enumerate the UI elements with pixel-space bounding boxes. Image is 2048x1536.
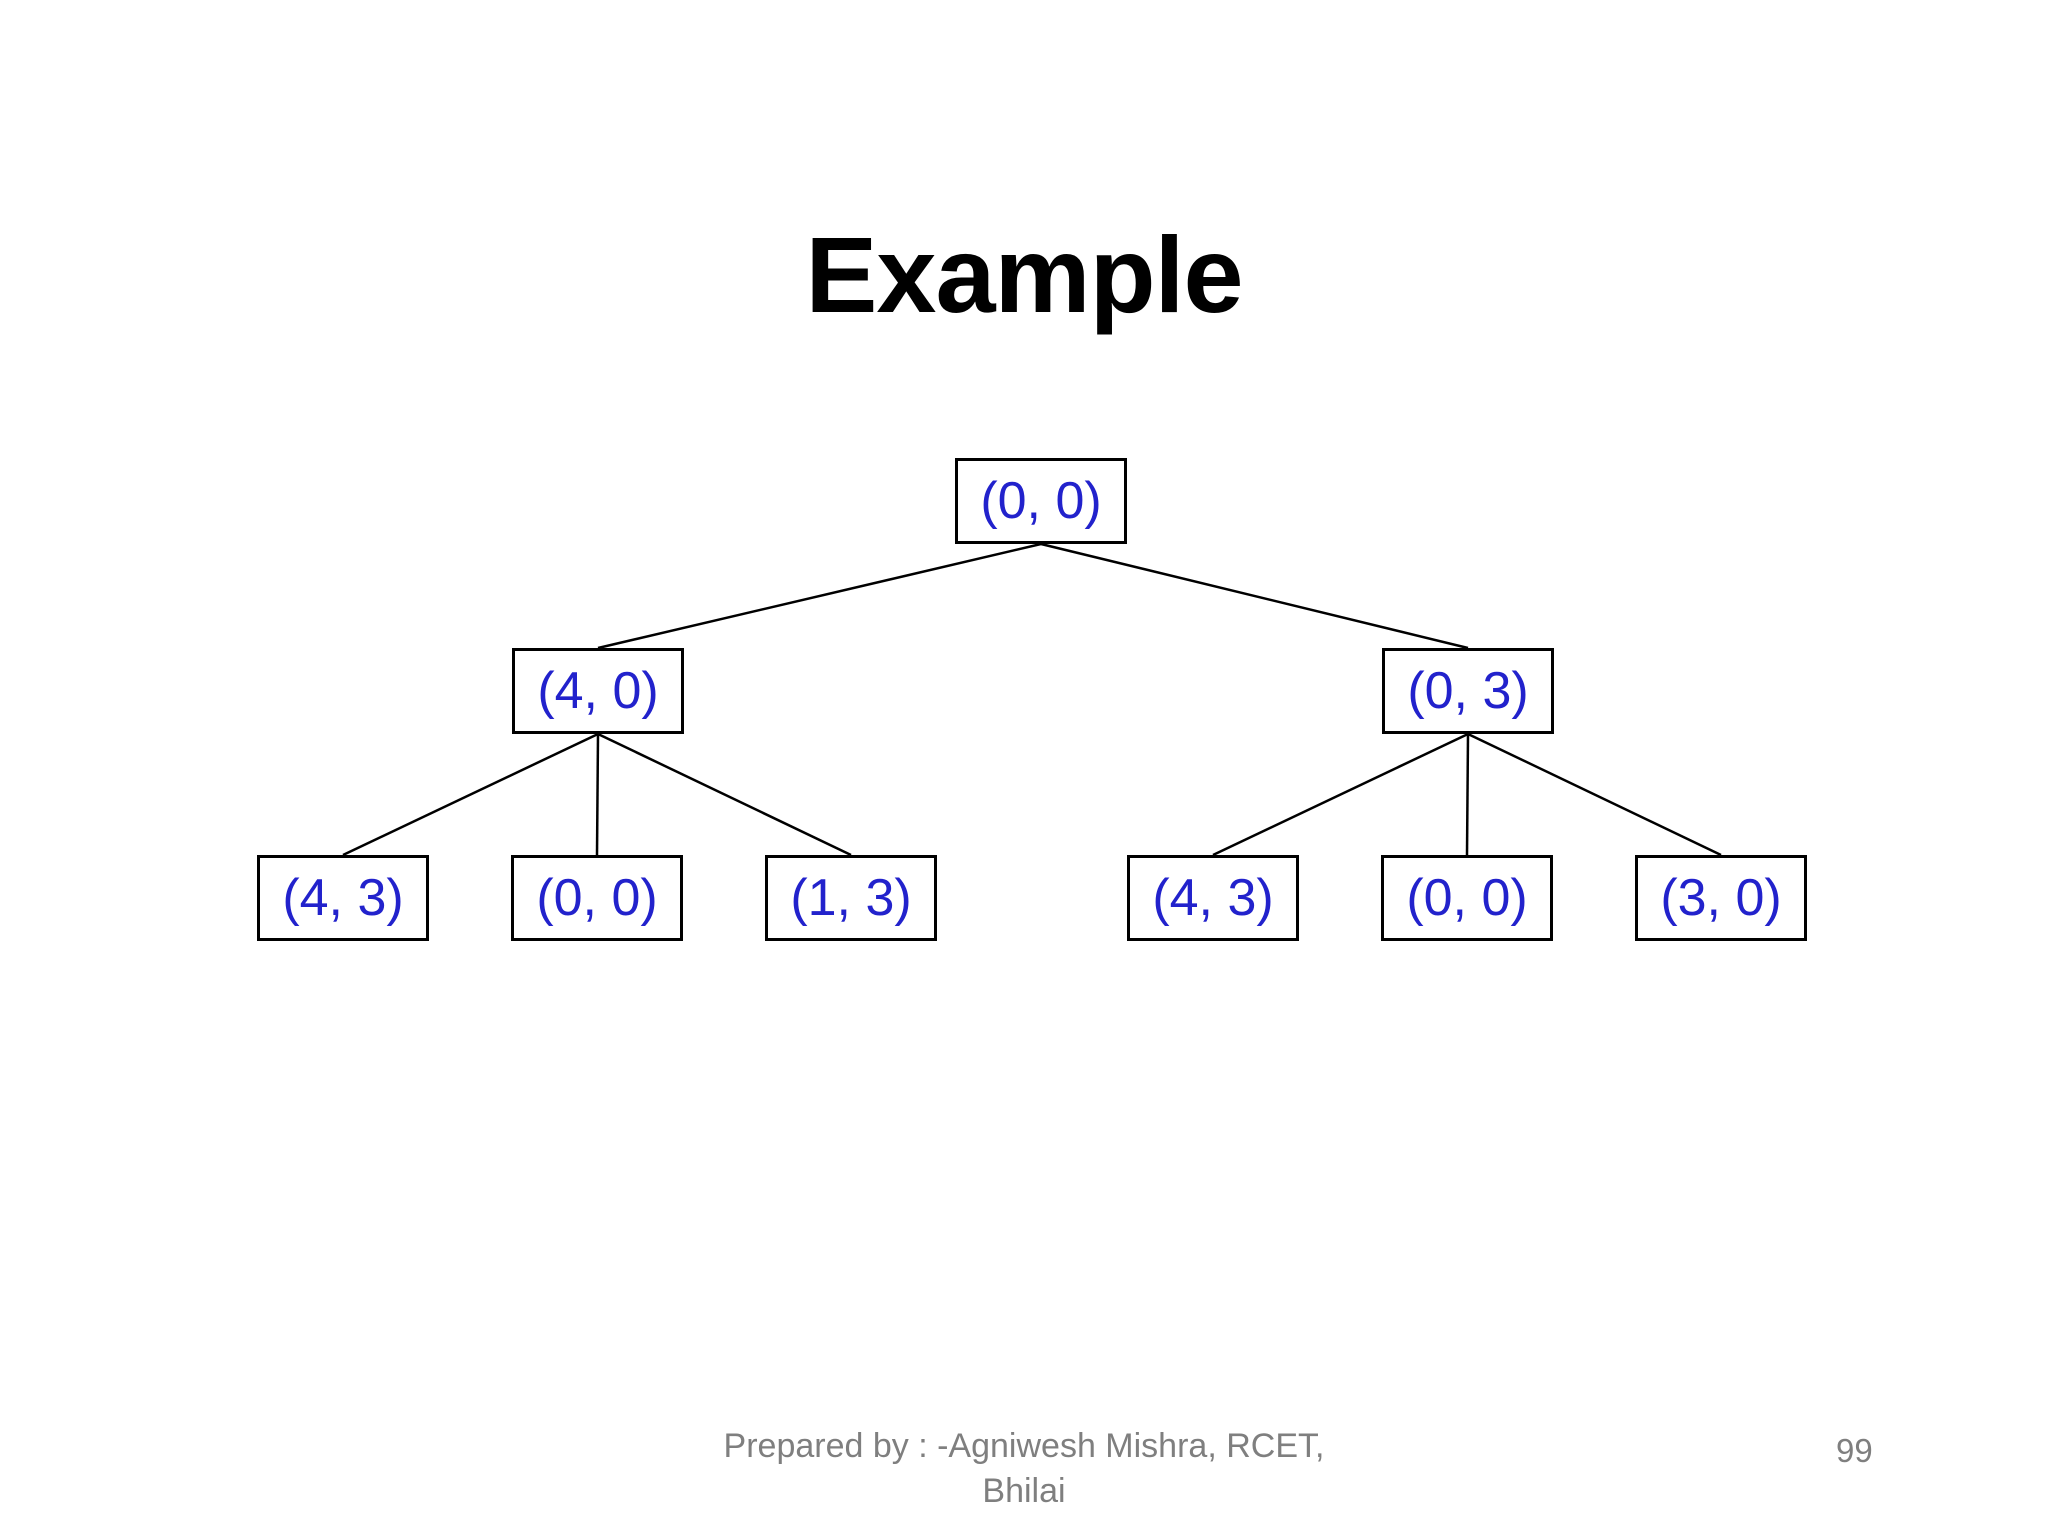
tree-node-leaf-2: (0, 0)	[511, 855, 683, 941]
tree-node-child-left: (4, 0)	[512, 648, 684, 734]
edge-child-right-to-leaf-4	[1212, 732, 1469, 857]
edge-root-to-child-left	[597, 542, 1042, 650]
edge-child-left-to-leaf-1	[342, 732, 599, 857]
edge-root-to-child-right	[1040, 542, 1469, 650]
edge-child-right-to-leaf-5	[1465, 733, 1470, 856]
page-number: 99	[1836, 1432, 1873, 1469]
edge-child-left-to-leaf-2	[595, 733, 600, 856]
edge-child-right-to-leaf-6	[1467, 732, 1722, 857]
tree-node-leaf-3: (1, 3)	[765, 855, 937, 941]
footer-line2: Bhilai	[982, 1471, 1066, 1510]
footer-line1: Prepared by : -Agniwesh Mishra, RCET,	[723, 1427, 1325, 1465]
tree-node-child-right: (0, 3)	[1382, 648, 1554, 734]
slide-title: Example	[805, 214, 1243, 335]
footer: Prepared by : -Agniwesh Mishra, RCET, Bh…	[0, 1424, 2048, 1514]
tree-node-root: (0, 0)	[955, 458, 1127, 544]
tree-node-leaf-6: (3, 0)	[1635, 855, 1807, 941]
tree-node-leaf-5: (0, 0)	[1381, 855, 1553, 941]
tree-node-leaf-4: (4, 3)	[1127, 855, 1299, 941]
tree-node-leaf-1: (4, 3)	[257, 855, 429, 941]
edge-child-left-to-leaf-3	[597, 732, 852, 857]
